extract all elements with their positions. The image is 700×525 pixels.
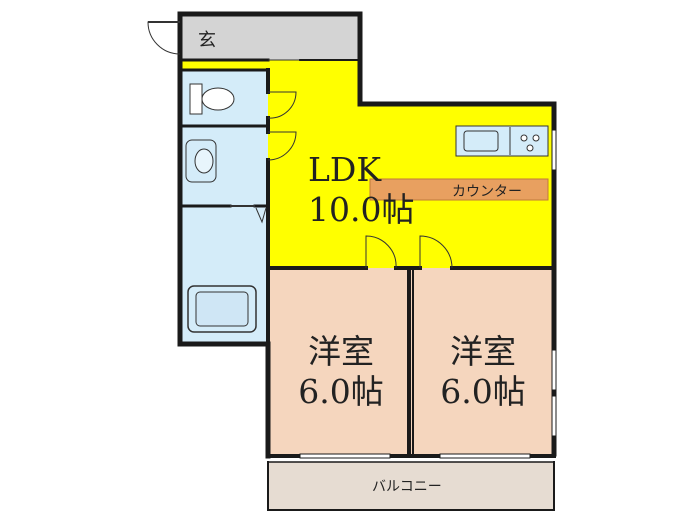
western-room-2-label: 洋室 xyxy=(450,332,516,371)
window-room1 xyxy=(299,453,391,459)
ldk-size: 10.0帖 xyxy=(308,190,415,229)
toilet-bowl-icon xyxy=(201,87,235,111)
window-right-3 xyxy=(551,395,557,437)
doors xyxy=(147,21,453,269)
western-room-2-area xyxy=(410,268,554,454)
stove-burner-2-icon xyxy=(532,134,540,142)
balcony-label: バルコニー xyxy=(372,478,442,494)
window-room2 xyxy=(439,453,531,459)
counter-label: カウンター xyxy=(452,183,522,199)
western-room-1-label: 洋室 xyxy=(308,332,374,371)
balcony-area xyxy=(268,462,554,510)
entrance-label: 玄 xyxy=(198,30,216,51)
kitchen-counter xyxy=(369,178,549,201)
western-room-1-size: 6.0帖 xyxy=(298,372,384,411)
sink-icon xyxy=(463,130,499,152)
entrance-area xyxy=(180,14,360,60)
wash-basin-bowl-icon xyxy=(194,148,214,174)
window-right-1 xyxy=(551,129,557,171)
stove-burner-3-icon xyxy=(526,144,534,152)
western-room-2-size: 6.0帖 xyxy=(440,372,526,411)
toilet-tank-icon xyxy=(189,83,203,115)
ldk-label: LDK xyxy=(308,150,382,189)
ldk-area xyxy=(180,60,554,268)
stove-burner-1-icon xyxy=(520,134,528,142)
western-room-1-area xyxy=(268,268,408,454)
bathtub-inner xyxy=(195,291,249,327)
window-right-2 xyxy=(551,349,557,391)
